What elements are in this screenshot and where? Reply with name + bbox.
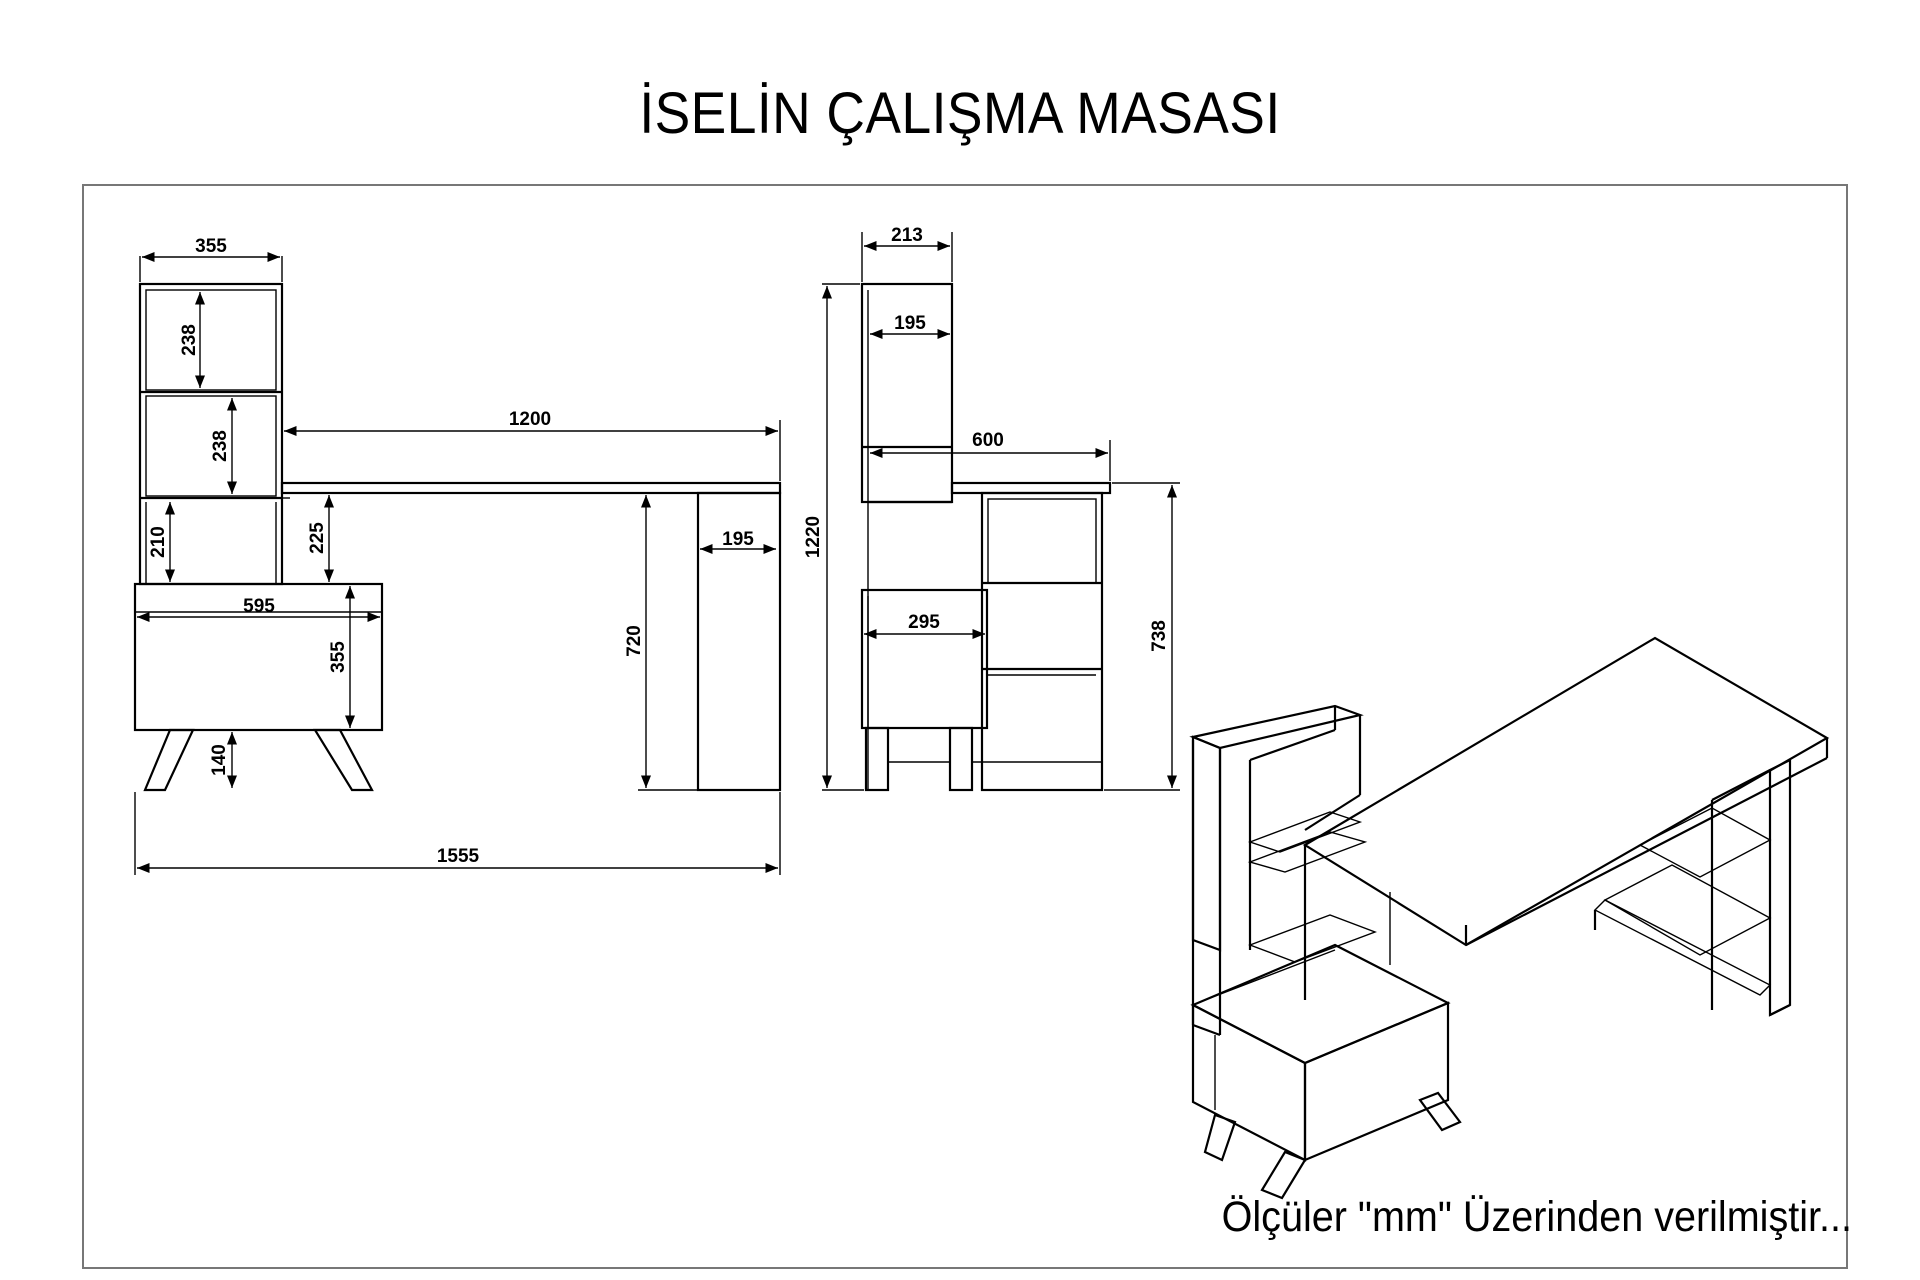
dim-side-desk-height: 738	[1149, 620, 1170, 652]
page-title: İSELİN ÇALIŞMA MASASI	[639, 81, 1281, 146]
front-view: 355 238 238 210 1200 225 195 595 355 140…	[133, 236, 782, 875]
units-note: Ölçüler "mm" Üzerinden verilmiştir...	[1221, 1193, 1852, 1241]
dim-shelf-middle: 238	[210, 430, 231, 462]
dim-desk-width: 1200	[509, 409, 551, 430]
dim-cabinet-width: 595	[243, 596, 275, 617]
dim-desk-depth: 600	[972, 430, 1004, 451]
drawing-frame	[82, 184, 1848, 1269]
dim-desk-gap: 225	[307, 522, 328, 554]
dim-cabinet-depth: 295	[908, 612, 940, 633]
dim-shelf-lower: 210	[148, 526, 169, 558]
side-view: 213 195 600 295 1220 738	[803, 225, 1180, 792]
dim-shelf-width: 355	[195, 236, 227, 257]
dim-leg-height: 140	[209, 744, 230, 776]
dim-cabinet-height: 355	[328, 641, 349, 673]
dim-top-depth: 213	[891, 225, 923, 246]
dim-desk-height: 720	[624, 625, 645, 657]
dim-total-width: 1555	[437, 846, 480, 867]
dim-side-panel: 195	[722, 529, 754, 550]
isometric-view	[1189, 636, 1830, 1200]
dim-shelf-depth: 195	[894, 313, 926, 334]
dim-shelf-upper: 238	[179, 324, 200, 356]
dim-total-height: 1220	[803, 516, 824, 558]
